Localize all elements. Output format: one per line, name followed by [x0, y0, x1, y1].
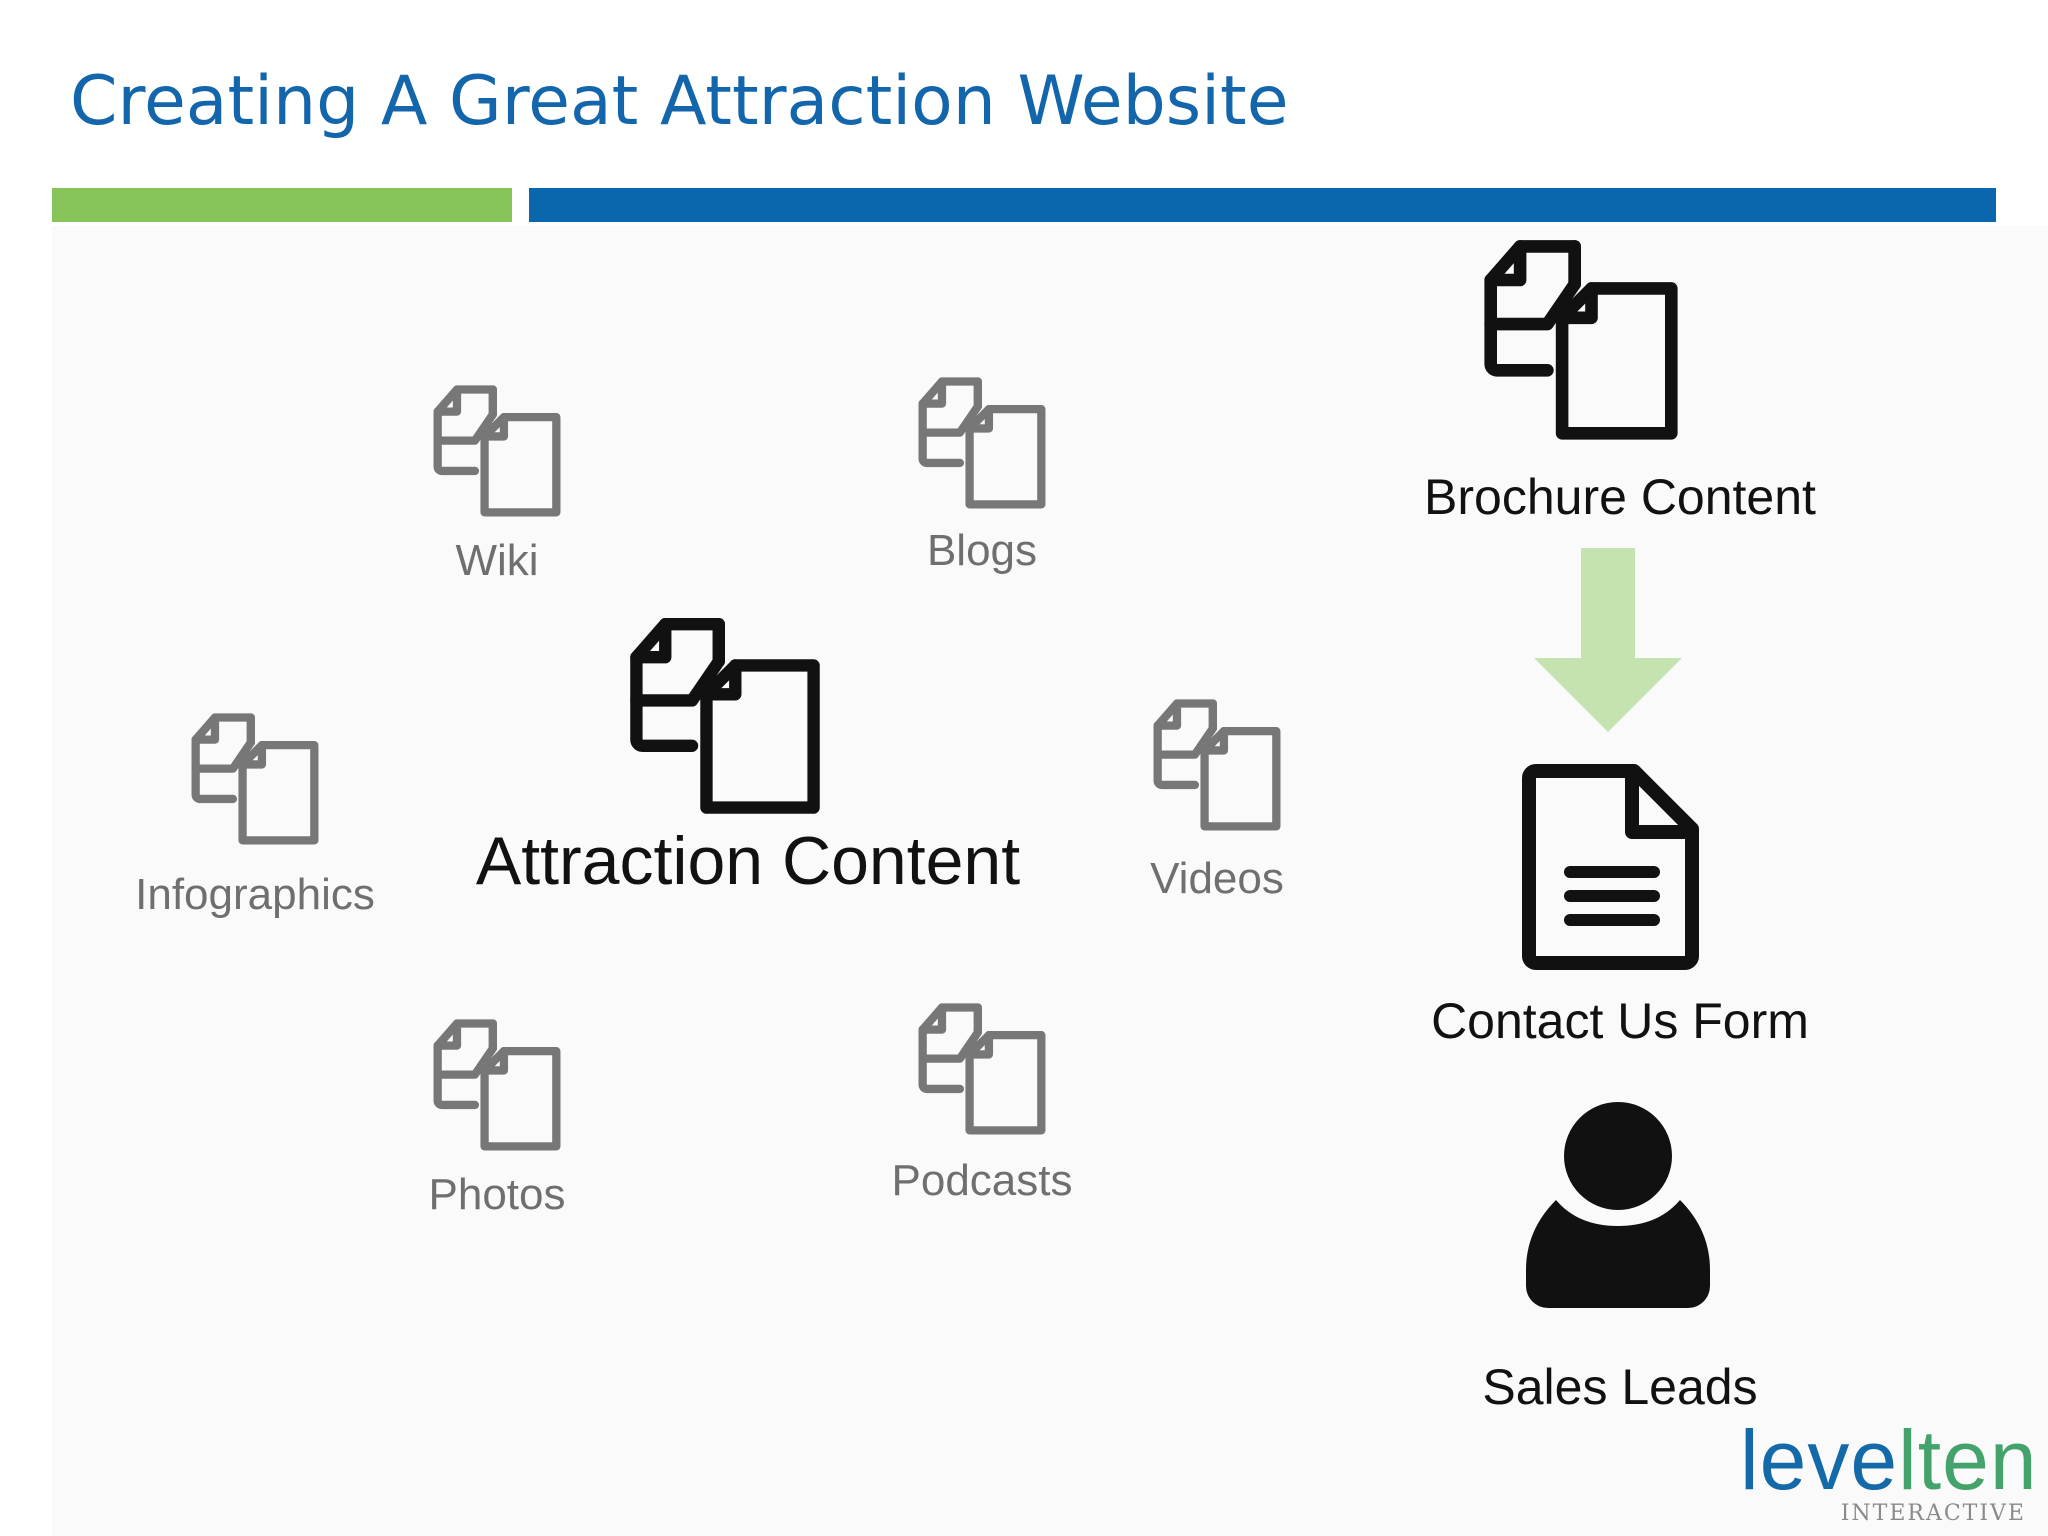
form-document-icon — [1522, 764, 1699, 970]
node-contact-us-form: Contact Us Form — [1400, 764, 1840, 1050]
infographics-label: Infographics — [135, 870, 375, 919]
person-icon — [1526, 1102, 1710, 1308]
photos-label: Photos — [428, 1170, 566, 1219]
diagram-canvas — [52, 226, 2048, 1536]
documents-icon — [913, 1002, 1051, 1140]
node-photos: Photos — [397, 1018, 597, 1220]
blogs-label: Blogs — [926, 526, 1038, 575]
node-blogs: Blogs — [882, 376, 1082, 576]
arrow-down-icon — [1534, 548, 1682, 732]
levelten-logo: levelten INTERACTIVE — [1740, 1413, 2038, 1526]
accent-bar-green — [52, 188, 512, 222]
contact-us-form-label: Contact Us Form — [1431, 993, 1809, 1049]
node-videos: Videos — [1117, 698, 1317, 904]
documents-icon — [622, 616, 828, 822]
documents-icon — [186, 712, 324, 850]
documents-icon — [428, 384, 566, 522]
node-sales-leads: Sales Leads — [1400, 1100, 1840, 1416]
slide-title: Creating A Great Attraction Website — [70, 62, 1289, 141]
node-wiki: Wiki — [397, 384, 597, 586]
videos-label: Videos — [1150, 854, 1284, 903]
documents-icon — [913, 376, 1051, 514]
node-attraction-content: Attraction Content — [448, 616, 1048, 900]
documents-icon — [1148, 698, 1286, 836]
sales-leads-label: Sales Leads — [1482, 1359, 1758, 1415]
brochure-content-label: Brochure Content — [1424, 469, 1816, 525]
podcasts-label: Podcasts — [891, 1156, 1073, 1205]
wiki-label: Wiki — [455, 536, 539, 585]
node-podcasts: Podcasts — [882, 1002, 1082, 1206]
documents-icon — [428, 1018, 566, 1156]
attraction-content-label: Attraction Content — [475, 823, 1021, 899]
node-infographics: Infographics — [120, 712, 390, 920]
node-brochure-content: Brochure Content — [1400, 238, 1840, 526]
documents-icon — [1476, 238, 1686, 448]
accent-bar-blue — [529, 188, 1996, 222]
